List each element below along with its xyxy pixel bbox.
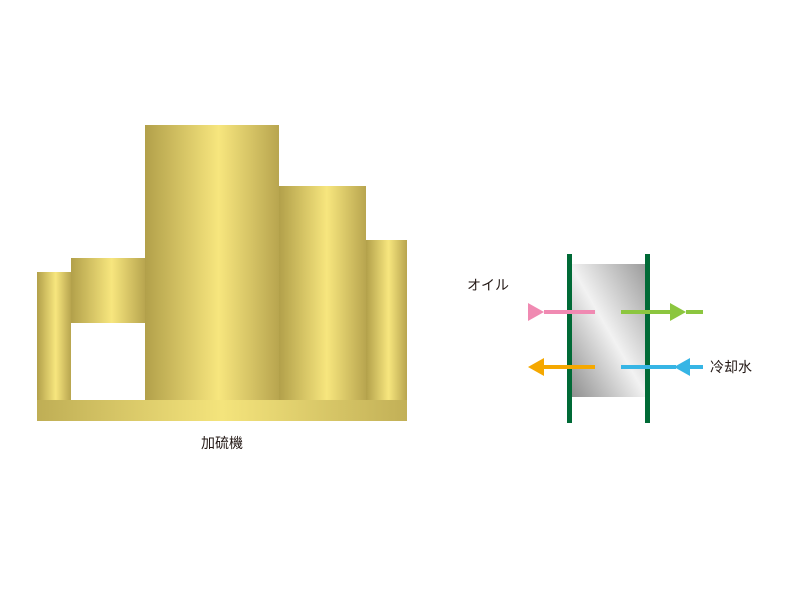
cooling-water-label: 冷却水 [710, 360, 752, 376]
vulcanizer-machine [37, 125, 407, 421]
machine-right-column [366, 240, 407, 400]
oil-flow-loop [407, 303, 595, 376]
oil-supply-arrow [528, 303, 544, 321]
machine-upper-arm [71, 258, 145, 323]
water-inlet-arrow [674, 358, 690, 376]
water-outlet-arrow [670, 303, 686, 321]
machine-label: 加硫機 [201, 436, 243, 452]
heat-exchanger-plate [570, 264, 647, 397]
oil-return-arrow [528, 358, 544, 376]
cooling-water-loop [621, 303, 703, 376]
machine-base [37, 400, 407, 421]
machine-middle-column [279, 186, 366, 400]
heat-exchanger-frame-right [645, 254, 650, 423]
heat-exchanger [567, 254, 650, 423]
machine-main-tower [145, 125, 279, 400]
heat-exchanger-frame-left [567, 254, 572, 423]
machine-column-left-small [37, 272, 71, 400]
oil-label: オイル [467, 278, 509, 294]
